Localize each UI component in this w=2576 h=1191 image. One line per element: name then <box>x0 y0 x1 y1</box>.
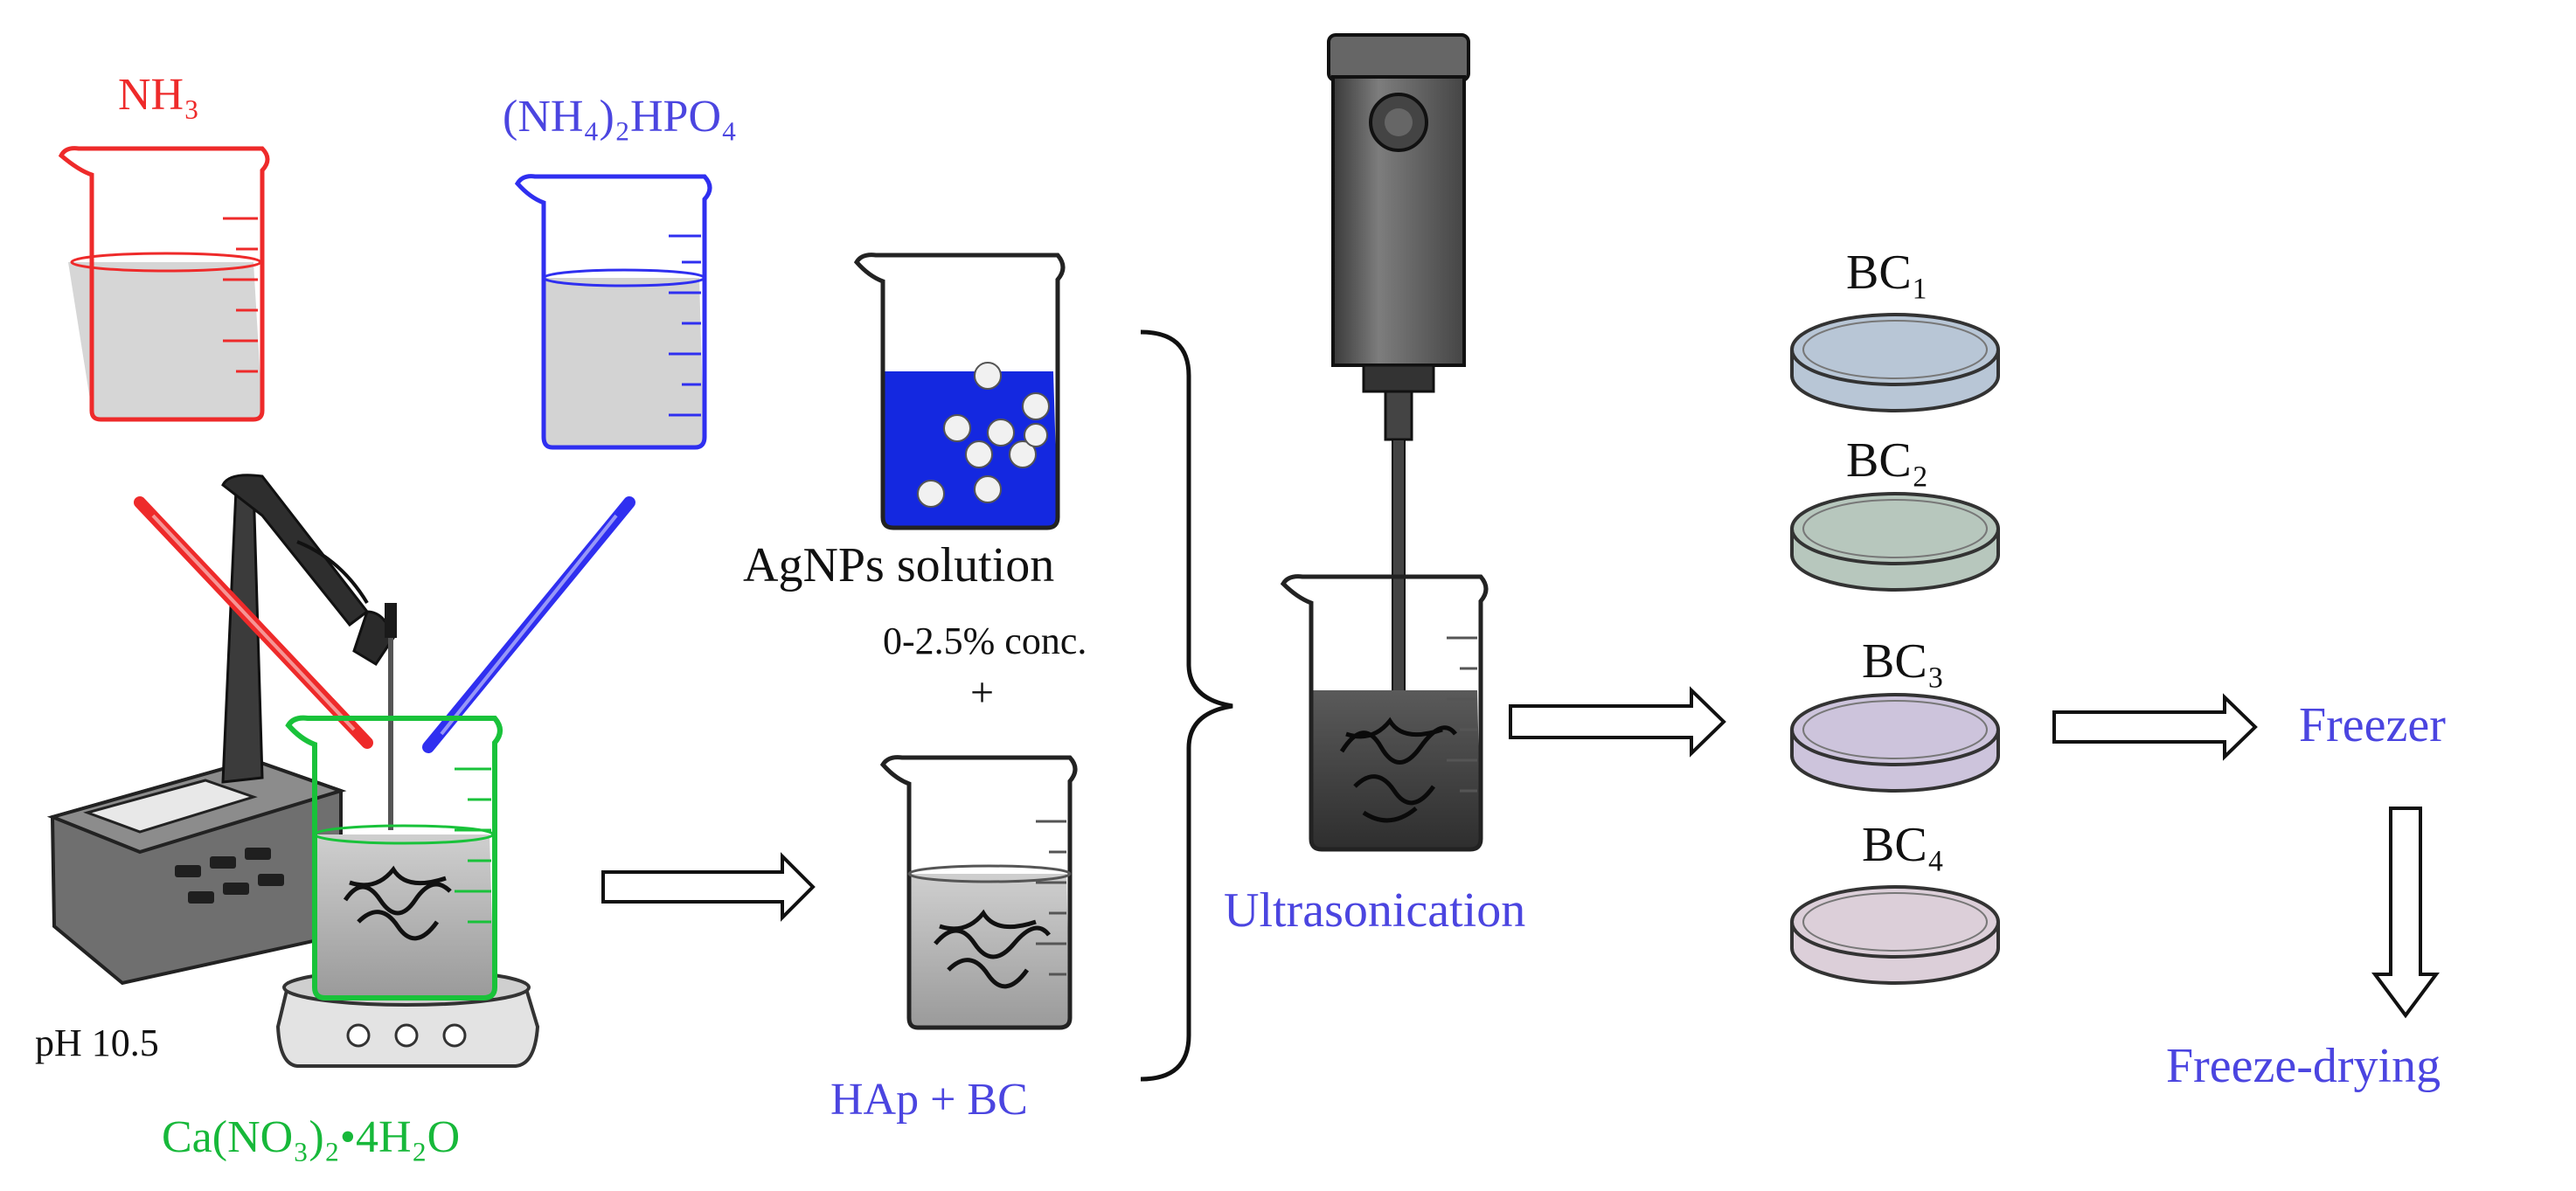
arrow-to-hap-bc <box>601 852 816 922</box>
petri-dish-bc1 <box>1790 313 2000 412</box>
arrow-to-samples <box>1509 686 1726 758</box>
petri-dish-bc3 <box>1790 693 2000 793</box>
hap-bc-label: HAp + BC <box>830 1075 1028 1125</box>
hap-bc-beaker <box>879 755 1078 1030</box>
calcium-nitrate-beaker <box>285 715 503 1001</box>
concentration-label: 0-2.5% conc. <box>883 620 1087 662</box>
ultrasonicator <box>1327 33 1470 711</box>
ph-label: pH 10.5 <box>35 1021 159 1064</box>
sample-label-bc1: BC₁ <box>1846 246 1928 300</box>
nh3-beaker <box>58 146 270 422</box>
sample-label-bc4: BC₄ <box>1862 818 1944 872</box>
red-pipette-icon <box>134 496 373 749</box>
freezer-label: Freezer <box>2299 698 2446 752</box>
phosphate-label: (NH₄)₂HPO₄ <box>503 92 737 142</box>
nh3-label: NH₃ <box>118 70 199 120</box>
ph-meter <box>46 474 397 986</box>
phosphate-beaker <box>514 174 712 450</box>
sample-label-bc2: BC₂ <box>1846 433 1928 488</box>
arrow-to-freezer <box>2052 693 2258 761</box>
sample-label-bc3: BC₃ <box>1862 634 1944 689</box>
plus-sign: + <box>970 669 994 716</box>
petri-dish-bc4 <box>1790 885 2000 985</box>
ultrasonication-label: Ultrasonication <box>1224 883 1525 938</box>
ultrasonication-beaker <box>1280 574 1489 852</box>
agnps-label: AgNPs solution <box>743 538 1054 592</box>
petri-dish-bc2 <box>1790 492 2000 592</box>
calcium-nitrate-label: Ca(NO₃)₂•4H₂O <box>162 1112 460 1162</box>
arrow-to-freeze-drying <box>2371 807 2440 1019</box>
agnps-beaker <box>853 253 1066 530</box>
curly-brace <box>1140 329 1233 1082</box>
blue-pipette-icon <box>422 496 635 753</box>
freeze-drying-label: Freeze-drying <box>2166 1039 2441 1093</box>
